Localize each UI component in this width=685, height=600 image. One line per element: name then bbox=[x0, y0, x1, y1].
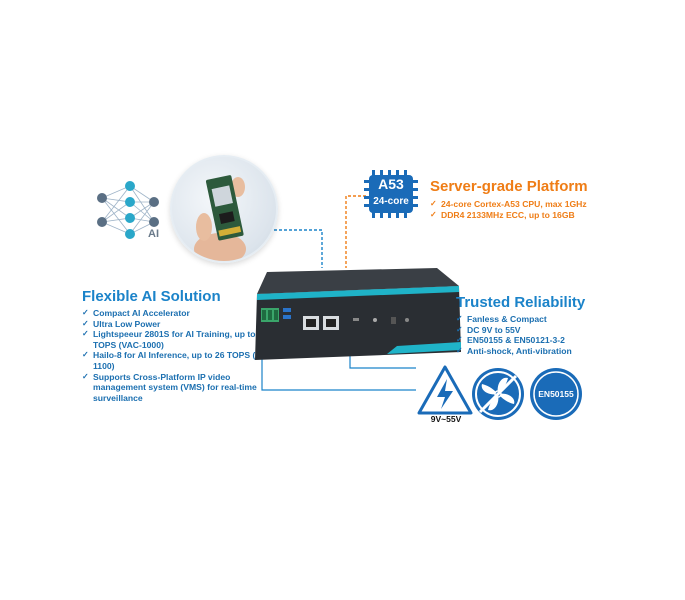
list-item: ✓Fanless & Compact bbox=[456, 314, 547, 324]
list-item: ✓Anti-shock, Anti-vibration bbox=[456, 345, 572, 356]
chip-subtitle: 24-core bbox=[373, 196, 409, 207]
reliability-list: ✓Fanless & Compact ✓DC 9V to 55V ✓EN5015… bbox=[456, 314, 656, 356]
ai-module-photo bbox=[170, 155, 278, 263]
flexible-ai-heading: Flexible AI Solution bbox=[82, 288, 221, 305]
list-item: ✓DDR4 2133MHz ECC, up to 16GB bbox=[430, 209, 575, 220]
check-icon: ✓ bbox=[430, 209, 437, 219]
en50155-certification-icon: EN50155 bbox=[530, 368, 582, 420]
list-item: ✓Supports Cross-Platform IP video manage… bbox=[82, 371, 257, 403]
list-item: ✓Hailo-8 for AI Inference, up to 26 TOPS… bbox=[82, 350, 276, 371]
check-icon: ✓ bbox=[456, 324, 463, 334]
list-item: ✓Lightspeeur 2801S for AI Training, up t… bbox=[82, 329, 270, 350]
check-icon: ✓ bbox=[430, 199, 437, 208]
list-item: ✓DC 9V to 55V bbox=[456, 324, 521, 335]
voltage-warning-icon bbox=[417, 365, 473, 415]
list-item: ✓EN50155 & EN50121-3-2 bbox=[456, 335, 565, 346]
check-icon: ✓ bbox=[456, 345, 463, 355]
server-platform-heading: Server-grade Platform bbox=[430, 178, 588, 195]
list-item: ✓Compact AI Accelerator bbox=[82, 308, 190, 318]
neural-network-icon bbox=[97, 181, 159, 239]
cpu-chip-icon bbox=[364, 170, 418, 218]
check-icon: ✓ bbox=[82, 318, 89, 328]
check-icon: ✓ bbox=[82, 329, 89, 339]
chip-title: A53 bbox=[378, 176, 404, 192]
list-item: ✓24-core Cortex-A53 CPU, max 1GHz bbox=[430, 199, 587, 209]
check-icon: ✓ bbox=[456, 314, 463, 323]
edge-ai-device bbox=[255, 268, 461, 360]
check-icon: ✓ bbox=[82, 371, 89, 381]
server-platform-list: ✓24-core Cortex-A53 CPU, max 1GHz ✓DDR4 … bbox=[430, 199, 640, 220]
reliability-heading: Trusted Reliability bbox=[456, 294, 586, 311]
voltage-label: 9V~55V bbox=[430, 414, 462, 424]
fanless-icon bbox=[472, 368, 524, 420]
ai-label: AI bbox=[148, 228, 159, 240]
cert-label: EN50155 bbox=[538, 389, 574, 399]
flexible-ai-list: ✓Compact AI Accelerator ✓Ultra Low Power… bbox=[82, 308, 282, 403]
check-icon: ✓ bbox=[82, 308, 89, 317]
check-icon: ✓ bbox=[456, 335, 463, 345]
list-item: ✓Ultra Low Power bbox=[82, 318, 161, 329]
check-icon: ✓ bbox=[82, 350, 89, 360]
